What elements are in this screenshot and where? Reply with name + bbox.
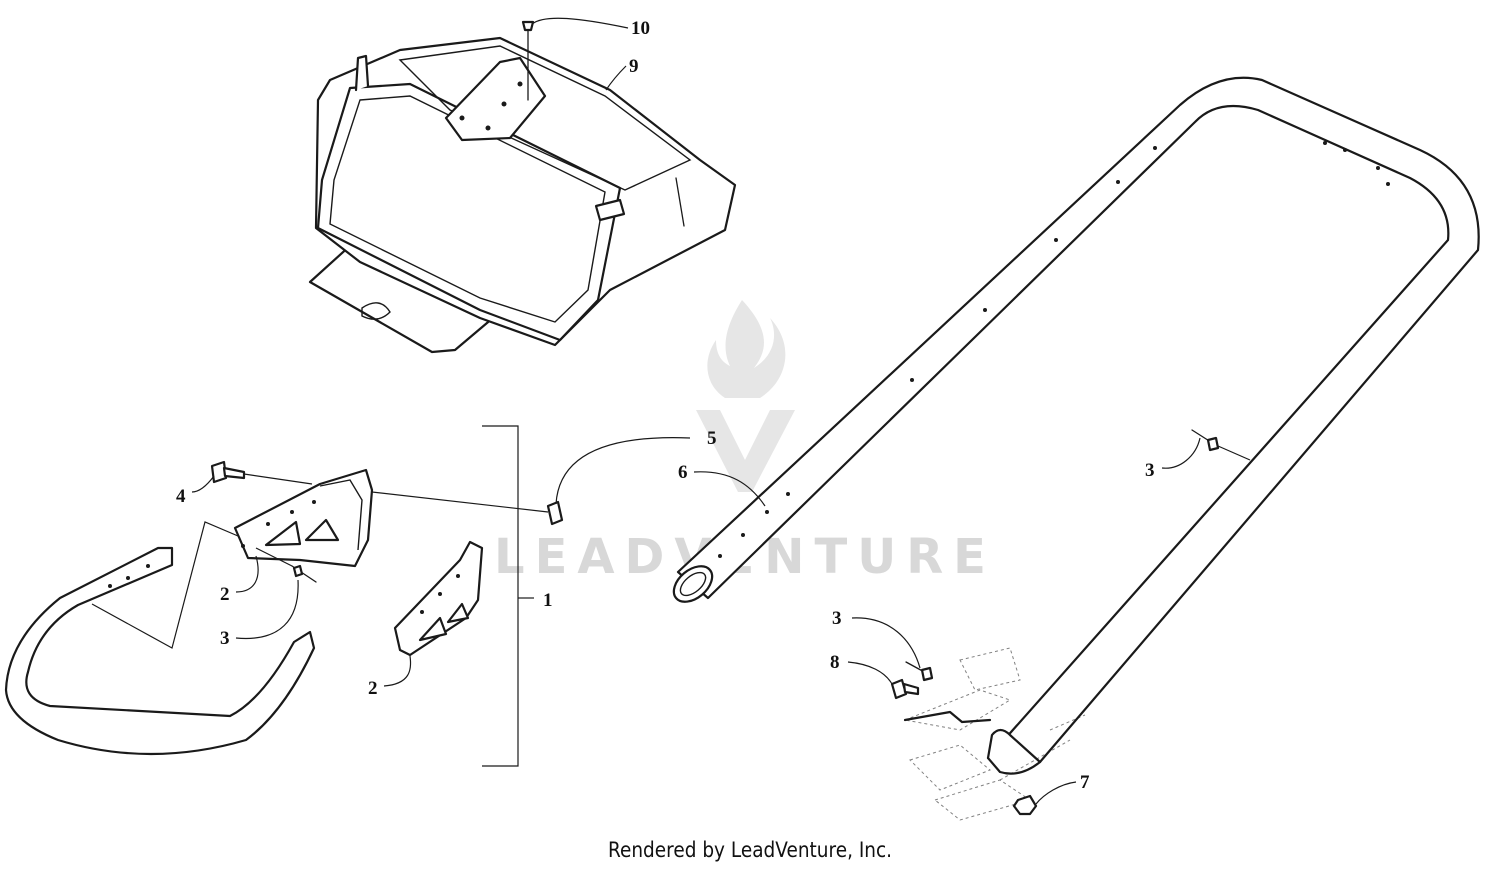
leader-3c: [1161, 437, 1201, 469]
bracket-left: [233, 468, 374, 568]
tube-mount-bracket: [903, 710, 992, 724]
handle-tube-outer: [676, 76, 1480, 764]
callout-3-bracket: 3: [220, 628, 230, 649]
callout-2-lower: 2: [368, 678, 378, 699]
leader-10: [531, 17, 629, 29]
tube-hole: [1343, 148, 1347, 152]
clip-5-axis: [371, 491, 549, 513]
bracket-hole: [266, 522, 270, 526]
callout-5: 5: [707, 428, 717, 449]
rivet-axis: [255, 547, 293, 567]
footer-credit: Rendered by LeadVenture, Inc.: [607, 838, 893, 862]
handle-bottom-end: [986, 728, 1042, 775]
callout-2-upper: 2: [220, 584, 230, 605]
rivet-3-handle-axis: [1217, 445, 1251, 461]
bolt-8-shank: [902, 682, 920, 696]
front-bumper: [4, 521, 316, 756]
leader-lines: [191, 17, 1201, 805]
bolt-8-head: [890, 678, 908, 700]
tube-hole: [1386, 182, 1390, 186]
leader-9: [605, 65, 627, 91]
bag-zipper-pull: [675, 177, 685, 227]
callout-8: 8: [830, 652, 840, 673]
rivet-3-handle-head: [1206, 436, 1220, 452]
tube-hole: [910, 378, 914, 382]
tube-hole: [983, 308, 987, 312]
leader-3b: [851, 617, 921, 669]
tube-hole: [1376, 166, 1380, 170]
bag-assembly: [308, 20, 737, 354]
side-bracket-lower: [393, 540, 484, 657]
leader-2b: [383, 655, 412, 687]
callout-7: 7: [1080, 772, 1090, 793]
tube-hole: [786, 492, 790, 496]
callout-4: 4: [176, 486, 186, 507]
side-bracket-upper: [233, 468, 374, 568]
bracket-right: [393, 540, 484, 657]
leader-3a: [235, 579, 299, 640]
bag-handle-left: [354, 54, 370, 92]
screw-10-head: [521, 20, 535, 32]
side-bracket-lower-cutout: [418, 616, 448, 642]
tube-hole: [1153, 146, 1157, 150]
bracket-hole: [459, 115, 465, 121]
bumper-hole: [146, 564, 150, 568]
bracket-hole: [420, 610, 424, 614]
leader-2a: [235, 555, 259, 593]
bag-top-panel: [398, 45, 692, 191]
tube-hole: [1323, 141, 1327, 145]
tube-hole: [1116, 180, 1120, 184]
bracket-hole: [290, 510, 294, 514]
bag-mount-bracket: [444, 56, 547, 142]
side-bracket-upper-flange: [319, 479, 363, 551]
leader-4: [191, 475, 215, 493]
callout-3-handle: 3: [1145, 460, 1155, 481]
leader-6: [693, 471, 766, 507]
bolt-4-axis: [243, 473, 313, 485]
tube-hole: [765, 510, 769, 514]
bracket-hole: [517, 81, 523, 87]
clip-5: [546, 500, 564, 526]
watermark-v-icon: [696, 410, 795, 492]
rivet-3-lower-head: [920, 666, 934, 682]
bag-side-strap: [594, 198, 626, 222]
side-bracket-upper-cutout: [304, 518, 340, 542]
bracket-hole: [456, 574, 460, 578]
callout-9: 9: [629, 56, 639, 77]
bumper-hole: [108, 584, 112, 588]
watermark-flame-icon: [707, 300, 786, 398]
leader-5: [555, 437, 691, 505]
assembly-bracket: [482, 425, 519, 767]
handle-tube-end-inner: [679, 571, 707, 597]
side-bracket-upper-cutout: [264, 520, 302, 547]
nut-7: [1012, 794, 1038, 816]
bracket-hole: [485, 125, 491, 131]
bag-flap-notch: [361, 302, 391, 320]
bumper-alignment-line: [91, 521, 239, 649]
bumper-hole: [126, 576, 130, 580]
tube-hole: [718, 554, 722, 558]
callout-3-lower: 3: [832, 608, 842, 629]
tube-hole: [1054, 238, 1058, 242]
side-bracket-lower-cutout: [446, 602, 470, 624]
leader-8: [847, 661, 893, 685]
bracket-hole: [438, 592, 442, 596]
rivet-3-left-head: [292, 564, 304, 578]
callout-10: 10: [631, 18, 650, 39]
leader-7: [1035, 781, 1077, 805]
bracket-hole: [501, 101, 507, 107]
bracket-hole: [241, 544, 245, 548]
callout-1: 1: [543, 590, 553, 611]
callout-6: 6: [678, 462, 688, 483]
bolt-4-shank: [222, 466, 246, 480]
bracket-hole: [312, 500, 316, 504]
handle-tube: [672, 76, 1480, 775]
bumper-tube: [4, 546, 316, 756]
callout-labels: 1 2 2 3 3 3 4 5 6 7 8 9 10: [176, 18, 1155, 793]
tube-hole: [741, 533, 745, 537]
handle-tube-end: [672, 565, 714, 603]
hardware: [210, 429, 1251, 816]
